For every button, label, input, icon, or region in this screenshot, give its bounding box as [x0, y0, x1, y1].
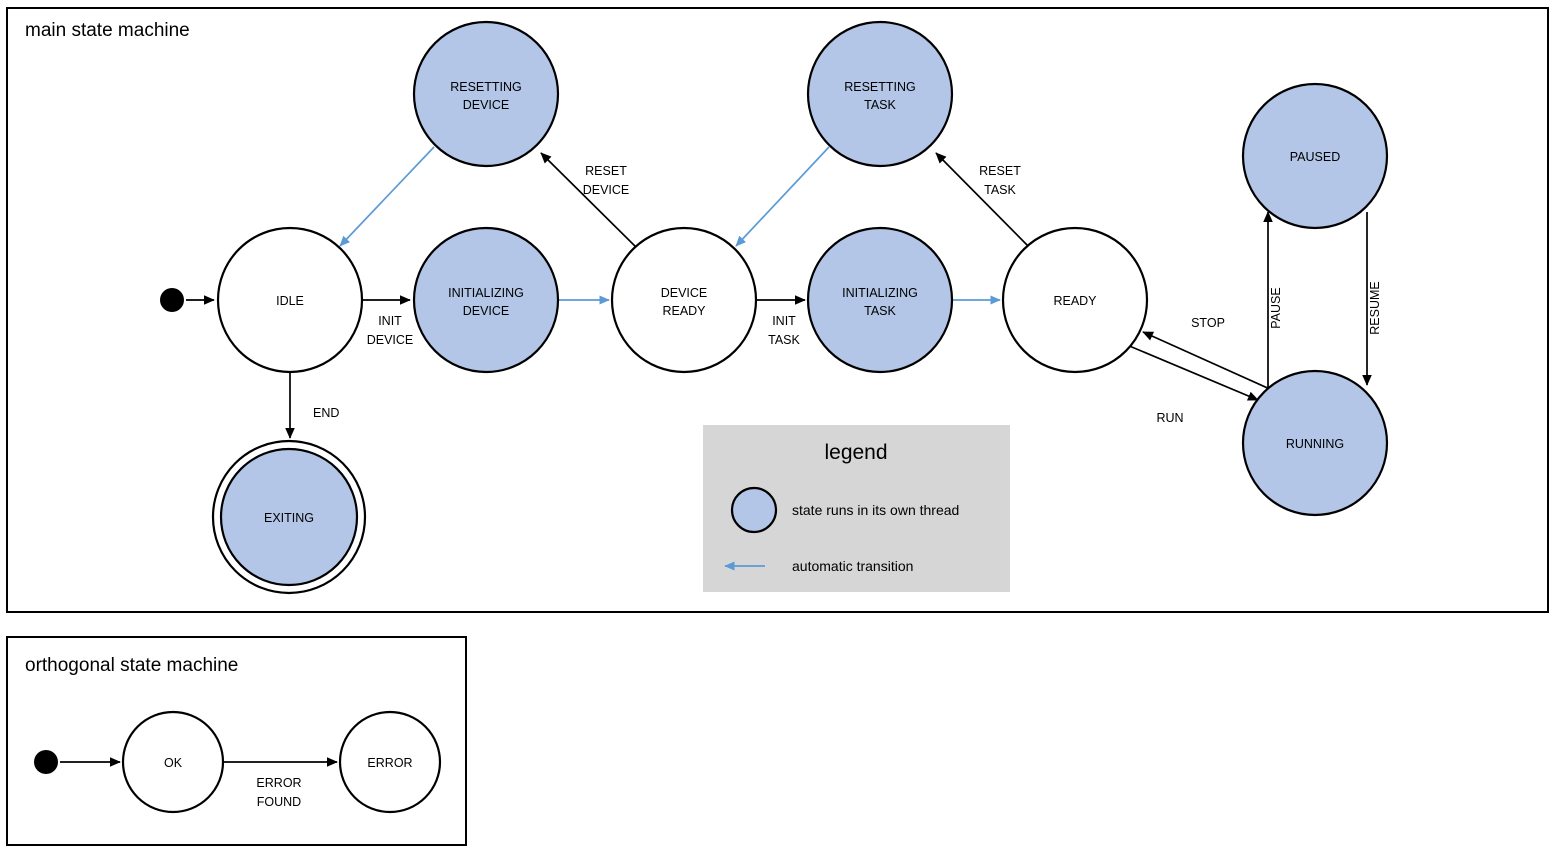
state-running[interactable]: RUNNING: [1241, 369, 1389, 517]
state-running-label: RUNNING: [1286, 437, 1344, 451]
state-device-ready-label-line2: READY: [662, 304, 706, 318]
state-resetting-device-label-line2: DEVICE: [463, 98, 510, 112]
transition-label-init-device-line2: DEVICE: [367, 333, 414, 347]
state-resetting-device-shape[interactable]: [412, 20, 560, 168]
orthogonal-state-machine-frame: orthogonal state machine OK ERROR FOUND …: [6, 636, 467, 846]
state-initializing-task[interactable]: INITIALIZING TASK: [806, 226, 954, 374]
orthogonal-state-machine-title: orthogonal state machine: [25, 655, 238, 676]
state-running-shape[interactable]: [1241, 369, 1389, 517]
state-error-label: ERROR: [367, 756, 412, 770]
transition-label-reset-task-line1: RESET: [979, 164, 1021, 178]
main-state-machine-title: main state machine: [25, 20, 190, 41]
legend-title: legend: [824, 441, 887, 464]
state-error[interactable]: ERROR: [338, 710, 442, 814]
transition-resetting-device-to-idle: [339, 146, 435, 247]
state-exiting-shape[interactable]: [219, 447, 359, 587]
state-exiting-label: EXITING: [264, 511, 314, 525]
state-initializing-task-label-line2: TASK: [864, 304, 896, 318]
state-paused-shape[interactable]: [1241, 82, 1389, 230]
state-idle[interactable]: IDLE: [216, 226, 364, 374]
state-exiting[interactable]: EXITING: [211, 439, 367, 595]
state-device-ready-shape[interactable]: [610, 226, 758, 374]
state-ok[interactable]: OK: [121, 710, 225, 814]
state-paused[interactable]: PAUSED: [1241, 82, 1389, 230]
state-ready-shape[interactable]: [1001, 226, 1149, 374]
transition-label-end: END: [313, 406, 339, 420]
state-resetting-device-label-line1: RESETTING: [450, 80, 522, 94]
state-device-ready-label-line1: DEVICE: [661, 286, 708, 300]
initial-pseudostate-main: [160, 288, 184, 312]
state-ready[interactable]: READY: [1001, 226, 1149, 374]
state-resetting-device[interactable]: RESETTING DEVICE: [412, 20, 560, 168]
state-paused-label: PAUSED: [1290, 150, 1340, 164]
legend-auto-transition-label: automatic transition: [792, 558, 913, 574]
transition-ready-to-resetting-task: [935, 152, 1032, 250]
legend-threaded-label: state runs in its own thread: [792, 502, 959, 518]
transition-label-pause: PAUSE: [1269, 287, 1283, 328]
state-initializing-device-label-line1: INITIALIZING: [448, 286, 524, 300]
transition-device-ready-to-resetting-device: [540, 152, 639, 250]
state-resetting-task-shape[interactable]: [806, 20, 954, 168]
state-device-ready[interactable]: DEVICE READY: [610, 226, 758, 374]
initial-pseudostate-orthogonal: [34, 750, 58, 774]
state-initializing-task-shape[interactable]: [806, 226, 954, 374]
state-idle-shape[interactable]: [216, 226, 364, 374]
transition-label-error-found-line2: FOUND: [257, 795, 301, 809]
legend: legend state runs in its own thread auto…: [703, 425, 1010, 592]
transition-label-init-task-line1: INIT: [772, 314, 796, 328]
transition-resetting-task-to-device-ready: [735, 146, 830, 247]
state-error-shape[interactable]: [338, 710, 442, 814]
transition-label-reset-device-line2: DEVICE: [583, 183, 630, 197]
transition-label-reset-device-line1: RESET: [585, 164, 627, 178]
legend-threaded-swatch: [730, 486, 778, 534]
state-ok-label: OK: [164, 756, 183, 770]
state-layer: IDLE INITIALIZING DEVICE DEVICE READY IN…: [160, 20, 1389, 595]
transition-label-resume: RESUME: [1368, 281, 1382, 334]
state-ok-shape[interactable]: [121, 710, 225, 814]
state-idle-label: IDLE: [276, 294, 304, 308]
state-ready-label: READY: [1053, 294, 1097, 308]
state-initializing-device[interactable]: INITIALIZING DEVICE: [412, 226, 560, 374]
transition-layer: INIT DEVICE INIT TASK RESET DEVICE RESET…: [186, 146, 1382, 439]
transition-label-init-device-line1: INIT: [378, 314, 402, 328]
state-initializing-task-label-line1: INITIALIZING: [842, 286, 918, 300]
transition-label-stop: STOP: [1191, 316, 1225, 330]
state-resetting-task-label-line2: TASK: [864, 98, 896, 112]
transition-running-to-ready: [1142, 331, 1273, 391]
transition-label-reset-task-line2: TASK: [984, 183, 1016, 197]
transition-label-run: RUN: [1156, 411, 1183, 425]
state-initializing-device-label-line2: DEVICE: [463, 304, 510, 318]
state-initializing-device-shape[interactable]: [412, 226, 560, 374]
state-resetting-task[interactable]: RESETTING TASK: [806, 20, 954, 168]
transition-ready-to-running: [1126, 344, 1259, 401]
transition-label-error-found-line1: ERROR: [256, 776, 301, 790]
transition-label-init-task-line2: TASK: [768, 333, 800, 347]
state-resetting-task-label-line1: RESETTING: [844, 80, 916, 94]
